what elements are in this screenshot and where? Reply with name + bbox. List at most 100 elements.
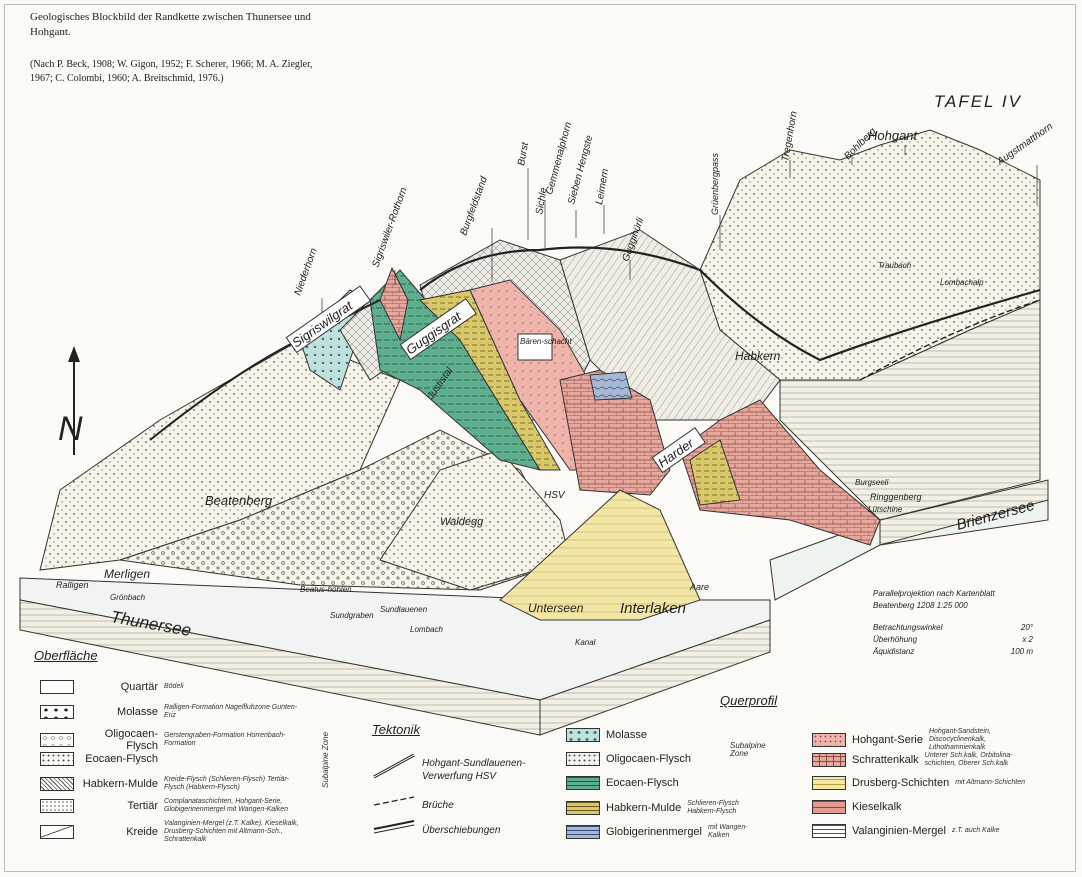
legend-profile-left: Molasse Oligocaen-Flysch Eocaen-Flysch H… (566, 728, 796, 848)
swatch (812, 733, 846, 747)
swatch (566, 825, 600, 839)
peak-sieben-hengste: Sieben Hengste (566, 134, 595, 206)
angle-value: 20° (1020, 623, 1033, 632)
swatch (40, 705, 74, 719)
swatch (566, 801, 600, 815)
peak-niederhorn: Niederhorn (292, 246, 319, 297)
swatch (566, 776, 600, 790)
north-label: N (58, 410, 83, 448)
swatch (40, 777, 74, 791)
surface-zone-label: Subalpine Zone (321, 731, 330, 788)
legend-profile-heading: Querprofil (720, 693, 778, 708)
label-ringgenberg: Ringgenberg (870, 492, 922, 502)
north-arrow: N (58, 346, 83, 455)
peak-rothorn: Sigriswiler-Rothorn (370, 186, 409, 269)
legend-item: Molasse (566, 728, 647, 742)
label-hsv: HSV (544, 490, 566, 501)
map-title: Geologisches Blockbild der Randkette zwi… (30, 11, 311, 38)
fault-line (859, 299, 1041, 381)
tectonic-hsv: Hohgant-Sundlauenen-Verwerfung HSV (422, 758, 526, 782)
tectonic-symbols (373, 753, 415, 834)
label-sundlauenen: Sundlauenen (380, 605, 428, 614)
peak-gemmenalphorn: Gemmenalphorn (544, 121, 574, 196)
label-lombach: Lombach (410, 625, 443, 634)
plate-number: TAFEL IV (933, 92, 1022, 111)
label-lombachalp: Lombachalp (940, 278, 984, 287)
label-burgseeli: Burgseeli (855, 478, 889, 487)
swatch (812, 776, 846, 790)
peak-sichle: Sichle (534, 186, 550, 215)
base-side-face (539, 619, 771, 736)
swatch (812, 824, 846, 838)
swatch (40, 799, 74, 813)
label-sundgraben: Sundgraben (330, 611, 374, 620)
projection-info: Parallelprojektion nach Kartenblatt Beat… (873, 588, 1073, 658)
map-references: (Nach P. Beck, 1908; W. Gigon, 1952; F. … (30, 59, 313, 84)
label-habkern: Habkern (735, 349, 781, 363)
eq-label: Äquidistanz (873, 647, 915, 656)
label-kanal: Kanal (575, 638, 596, 647)
legend-item: Kieselkalk (812, 800, 902, 814)
schrattenkalk-section (559, 369, 671, 496)
swatch (40, 733, 74, 747)
legend-tectonic-heading: Tektonik (372, 722, 420, 737)
exag-label: Überhöhung (873, 635, 918, 644)
tectonic-brueche: Brüche (422, 800, 454, 811)
eq-value: 100 m (1010, 647, 1033, 656)
label-grunbach: Grönbach (110, 593, 146, 602)
peak-gruenbergpass: Grüenbergpass (710, 152, 720, 215)
hsv-fault-line (419, 246, 1041, 362)
label-waldegg: Waldegg (440, 516, 484, 528)
exag-value: x 2 (1022, 635, 1033, 644)
swatch (812, 800, 846, 814)
legend-item: Eocaen-Flysch (40, 752, 304, 766)
label-unterseen: Unterseen (528, 601, 584, 615)
label-beatenberg: Beatenberg (205, 493, 273, 508)
peak-hohgant: Hohgant (868, 128, 919, 143)
legend-surface-heading: Oberfläche (34, 648, 98, 663)
swatch (566, 752, 600, 766)
swatch (812, 753, 846, 767)
sheet-text: Beatenberg 1208 1:25 000 (873, 601, 968, 610)
swatch (566, 728, 600, 742)
angle-label: Betrachtungswinkel (873, 623, 943, 632)
peak-leimern: Leimern (594, 168, 611, 206)
profile-zone-label: Subalpine Zone (730, 741, 766, 758)
unterseen-fan (499, 489, 701, 621)
harder-flysch-section (689, 439, 741, 506)
label-traubach: Traubach (878, 261, 912, 270)
label-aare: Aare (689, 582, 709, 592)
label-merligen: Merligen (104, 567, 150, 581)
projection-text: Parallelprojektion nach Kartenblatt (873, 589, 995, 598)
legend-item: Oligocaen-Flysch (566, 752, 691, 766)
eocaen-section (369, 269, 542, 471)
label-baerenschacht: Bären-schacht (520, 337, 572, 346)
tectonic-ueberschiebungen: Überschiebungen (422, 825, 501, 836)
label-interlaken: Interlaken (620, 600, 686, 617)
harder-section (679, 399, 881, 546)
waldegg-slope (379, 449, 571, 591)
rothorn-peak (379, 266, 409, 342)
globigerinen-section (589, 371, 633, 401)
peak-burst: Burst (516, 140, 531, 166)
swatch (40, 680, 74, 694)
brienzersee-side (879, 479, 1049, 546)
augstmatthorn-slope (779, 299, 1041, 521)
swatch (40, 752, 74, 766)
label-lutschine: Lütschine (868, 505, 903, 514)
swatch (40, 825, 74, 839)
label-beatushoehlen: Beatus-höhlen (300, 585, 352, 594)
